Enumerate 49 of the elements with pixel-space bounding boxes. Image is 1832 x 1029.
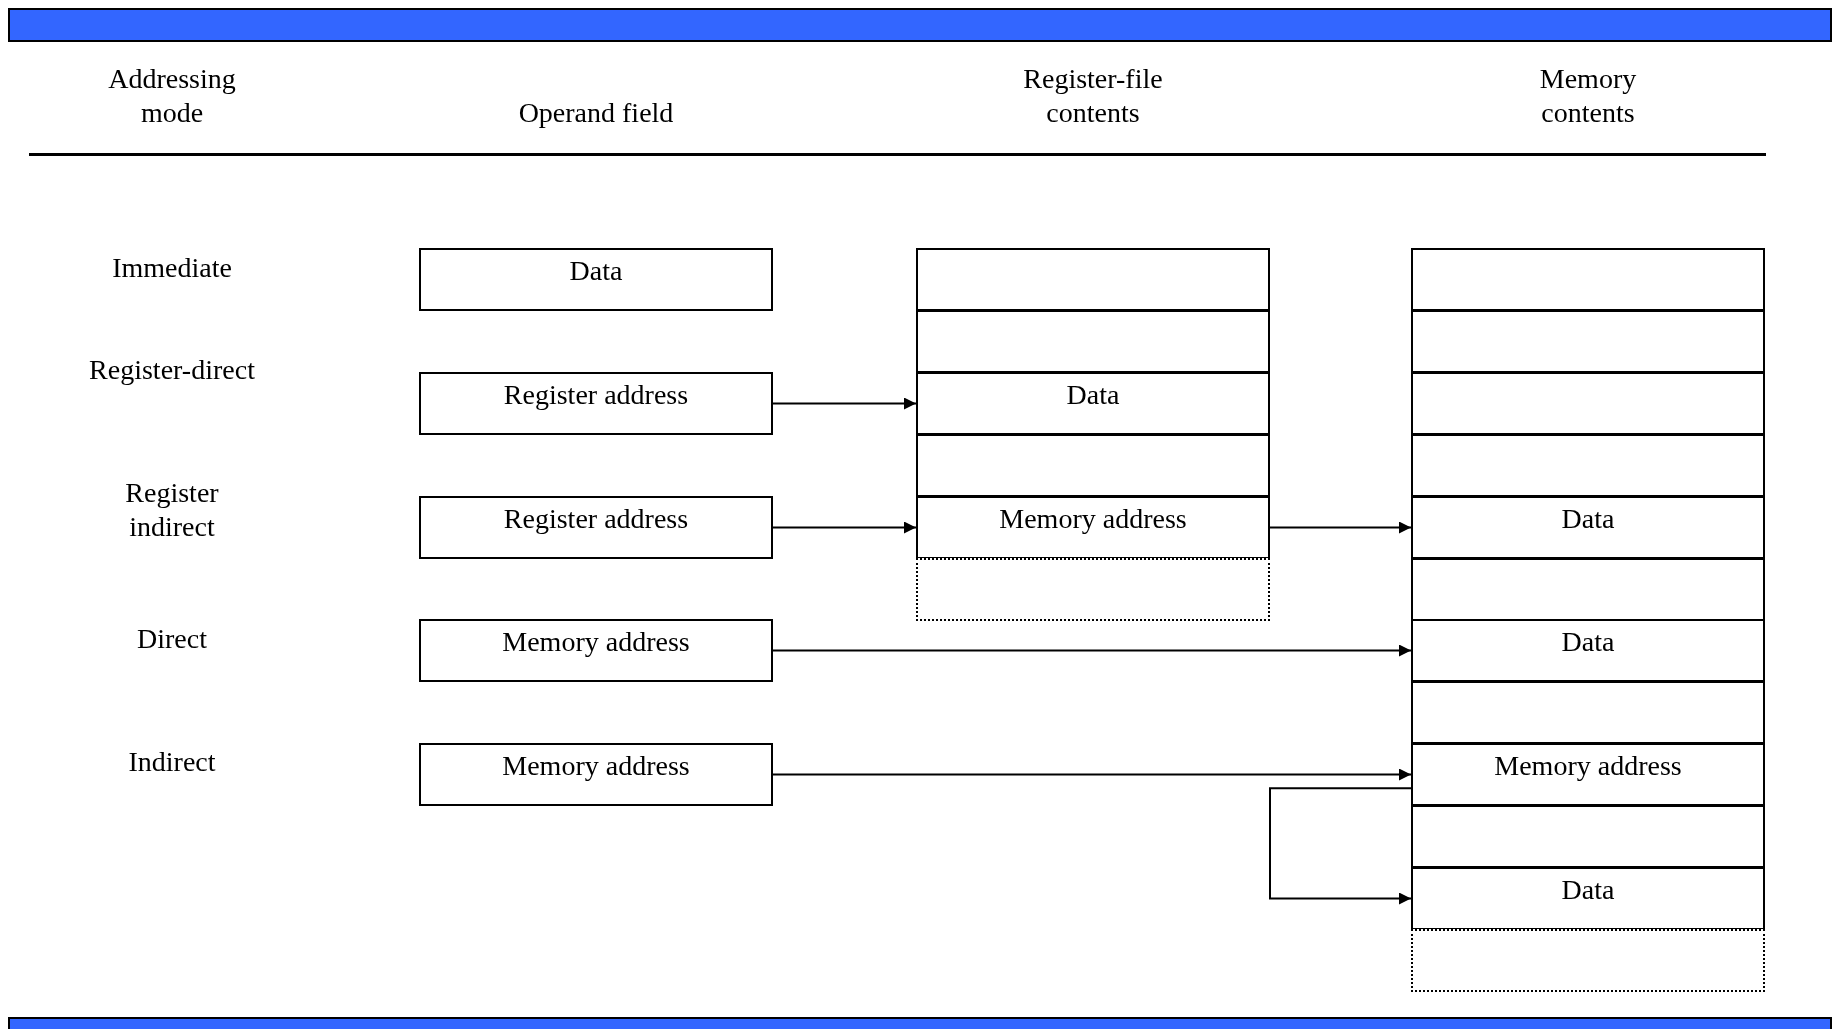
- cell-label: Register address: [503, 379, 689, 412]
- column-header: Memory contents: [1538, 62, 1638, 130]
- memory-cell: [1411, 743, 1765, 806]
- memory-cell: [1411, 558, 1765, 621]
- operand-field-box: [419, 619, 773, 682]
- column-header: Operand field: [517, 96, 675, 130]
- memory-cell: [1411, 681, 1765, 744]
- cell-label: Memory address: [502, 626, 690, 659]
- cell-label: Memory address: [502, 750, 690, 783]
- mode-label: Immediate: [111, 251, 233, 285]
- cell-label: Data: [1561, 874, 1615, 907]
- operand-field-box: [419, 743, 773, 806]
- cell-label: Data: [1561, 626, 1615, 659]
- cell-label: Memory address: [999, 503, 1187, 536]
- mode-label: Indirect: [127, 745, 217, 779]
- cell-label: Memory address: [1494, 750, 1682, 783]
- operand-field-box: [419, 496, 773, 559]
- memory-cell: [1411, 310, 1765, 373]
- memory-cell: [1411, 929, 1765, 992]
- register-cell: [916, 248, 1270, 311]
- memory-cell: [1411, 434, 1765, 497]
- memory-cell: [1411, 372, 1765, 435]
- cell-label: Data: [1066, 379, 1120, 412]
- column-header: Register-file contents: [1022, 62, 1164, 130]
- register-cell: [916, 372, 1270, 435]
- mode-label: Register indirect: [124, 476, 220, 544]
- arrow: [772, 521, 917, 534]
- register-cell: [916, 558, 1270, 621]
- mode-label: Register-direct: [88, 353, 256, 387]
- arrow: [772, 644, 1412, 657]
- cell-label: Data: [1561, 503, 1615, 536]
- arrow: [772, 397, 917, 410]
- arrow: [1269, 521, 1412, 534]
- memory-cell: [1411, 248, 1765, 311]
- memory-cell: [1411, 867, 1765, 930]
- register-cell: [916, 310, 1270, 373]
- memory-cell: [1411, 805, 1765, 868]
- column-header: Addressing mode: [107, 62, 237, 130]
- arrow: [772, 768, 1412, 781]
- register-cell: [916, 434, 1270, 497]
- operand-field-box: [419, 372, 773, 435]
- memory-cell: [1411, 496, 1765, 559]
- register-cell: [916, 496, 1270, 559]
- cell-label: Data: [569, 255, 623, 288]
- operand-field-box: [419, 248, 773, 311]
- cell-label: Register address: [503, 503, 689, 536]
- mode-label: Direct: [136, 622, 208, 656]
- memory-cell: [1411, 619, 1765, 682]
- arrow: [1269, 787, 1412, 905]
